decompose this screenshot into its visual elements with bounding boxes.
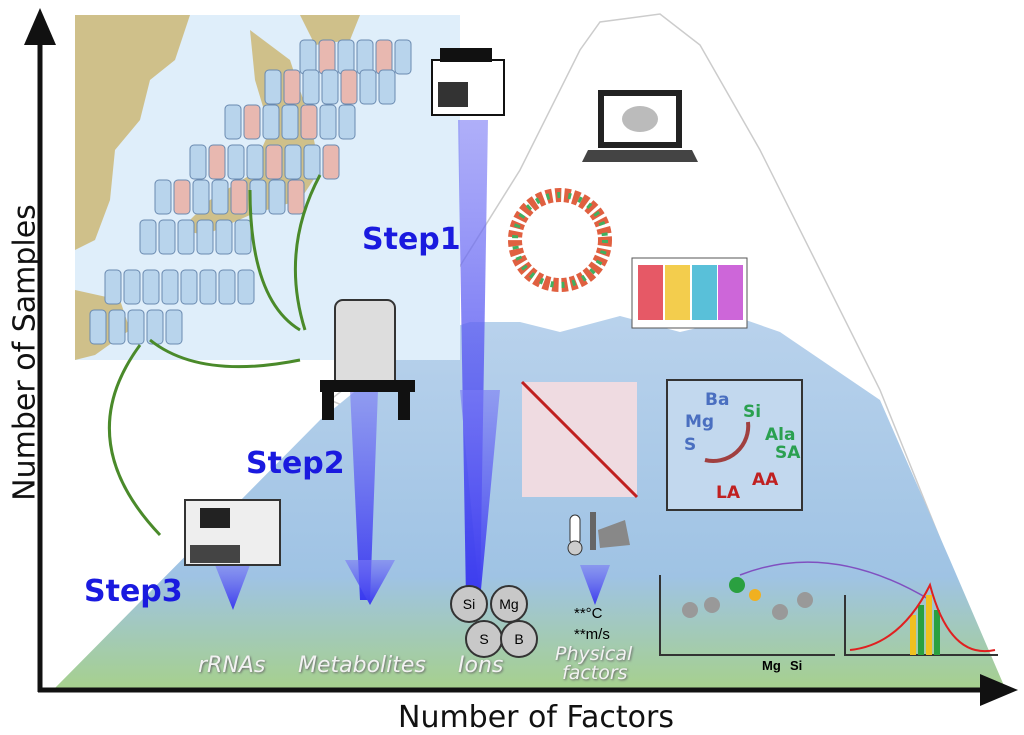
sample-bottle: [303, 144, 321, 180]
box-element-s: S: [684, 435, 697, 455]
sample-bottle: [211, 179, 229, 215]
box-element-aa: AA: [752, 470, 779, 490]
ion-s: S: [465, 620, 503, 658]
sample-bottle: [227, 144, 245, 180]
sample-bottle: [284, 144, 302, 180]
y-axis: [24, 8, 56, 692]
sample-bottle: [180, 269, 198, 305]
sample-bottle: [196, 219, 214, 255]
sample-bottle: [199, 269, 217, 305]
correlation-heatmap: [520, 380, 639, 499]
sample-bottle: [319, 104, 337, 140]
box-element-ala: Ala: [765, 425, 796, 445]
physical-label-1: Physical: [555, 643, 633, 665]
sample-bottle: [104, 269, 122, 305]
sample-bottle: [230, 179, 248, 215]
analysis-beams: [215, 120, 610, 610]
thermometer-anemometer-icon: [567, 512, 630, 556]
nmr-instrument-icon: [320, 299, 415, 420]
y-axis-label: Number of Samples: [7, 204, 43, 501]
sample-bottle: [218, 269, 236, 305]
x-axis-label: Number of Factors: [398, 700, 674, 735]
sample-bottle: [154, 179, 172, 215]
x-axis: [38, 674, 1018, 706]
box-element-si: Si: [743, 402, 762, 422]
sample-bottle: [127, 309, 145, 345]
wind-speed-value: **m/s: [574, 626, 610, 643]
ion-mg: Mg: [490, 585, 528, 623]
sample-bottle: [302, 69, 320, 105]
sample-bottle: [264, 69, 282, 105]
metabolites-label: Metabolites: [298, 653, 426, 678]
panel-element-si: Si: [790, 658, 803, 673]
sample-bottle: [177, 219, 195, 255]
sample-bottle: [237, 269, 255, 305]
sample-bottle: [173, 179, 191, 215]
physical-label-2: factors: [562, 662, 628, 684]
sample-bottle: [322, 144, 340, 180]
sample-bottle: [146, 309, 164, 345]
ion-b: B: [500, 620, 538, 658]
sample-bottle: [246, 144, 264, 180]
sample-flow-arrows: [107, 174, 322, 537]
sample-bottle: [249, 179, 267, 215]
sample-bottle: [378, 69, 396, 105]
sample-bottle: [189, 144, 207, 180]
sample-bottle: [224, 104, 242, 140]
2d-embedding-plot: [631, 257, 748, 329]
3d-scatter-plot: [508, 188, 612, 292]
sample-bottle: [262, 104, 280, 140]
step3-label: Step3: [84, 574, 183, 609]
sample-bottle: [359, 69, 377, 105]
sample-bottle: [161, 269, 179, 305]
step1-label: Step1: [362, 222, 461, 257]
sample-bottle: [268, 179, 286, 215]
panel-element-mg: Mg: [762, 658, 781, 673]
sample-bottle: [300, 104, 318, 140]
icp-instrument-icon: [184, 499, 281, 566]
sequencer-icon: [431, 48, 505, 116]
box-element-ba: Ba: [705, 390, 730, 410]
sample-bottle: [321, 69, 339, 105]
temperature-value: **°C: [574, 605, 603, 622]
sample-bottle: [394, 39, 412, 75]
sample-bottle: [208, 144, 226, 180]
sample-bottle: [142, 269, 160, 305]
sample-bottle: [165, 309, 183, 345]
sample-bottle: [338, 104, 356, 140]
seasonal-box: [666, 379, 803, 511]
integration-panel: [659, 561, 998, 656]
step2-label: Step2: [246, 446, 345, 481]
box-element-la: LA: [716, 483, 740, 503]
laptop-ai-icon: [582, 90, 698, 162]
box-element-mg: Mg: [685, 412, 715, 432]
sample-bottle: [318, 39, 336, 75]
sample-bottle: [287, 179, 305, 215]
rrnas-label: rRNAs: [198, 653, 266, 678]
sample-bottle: [108, 309, 126, 345]
sample-bottle: [299, 39, 317, 75]
sample-bottle: [337, 39, 355, 75]
sample-bottle: [340, 69, 358, 105]
sample-bottles: [89, 39, 412, 345]
sample-bottle: [192, 179, 210, 215]
sample-bottle: [215, 219, 233, 255]
sample-bottle: [158, 219, 176, 255]
sample-bottle: [234, 219, 252, 255]
sample-bottle: [89, 309, 107, 345]
sample-bottle: [243, 104, 261, 140]
sample-bottle: [123, 269, 141, 305]
sample-bottle: [139, 219, 157, 255]
sample-bottle: [281, 104, 299, 140]
ion-si: Si: [450, 585, 488, 623]
sample-bottle: [356, 39, 374, 75]
sample-bottle: [375, 39, 393, 75]
sample-bottle: [283, 69, 301, 105]
sample-bottle: [265, 144, 283, 180]
box-element-sa: SA: [775, 443, 801, 463]
